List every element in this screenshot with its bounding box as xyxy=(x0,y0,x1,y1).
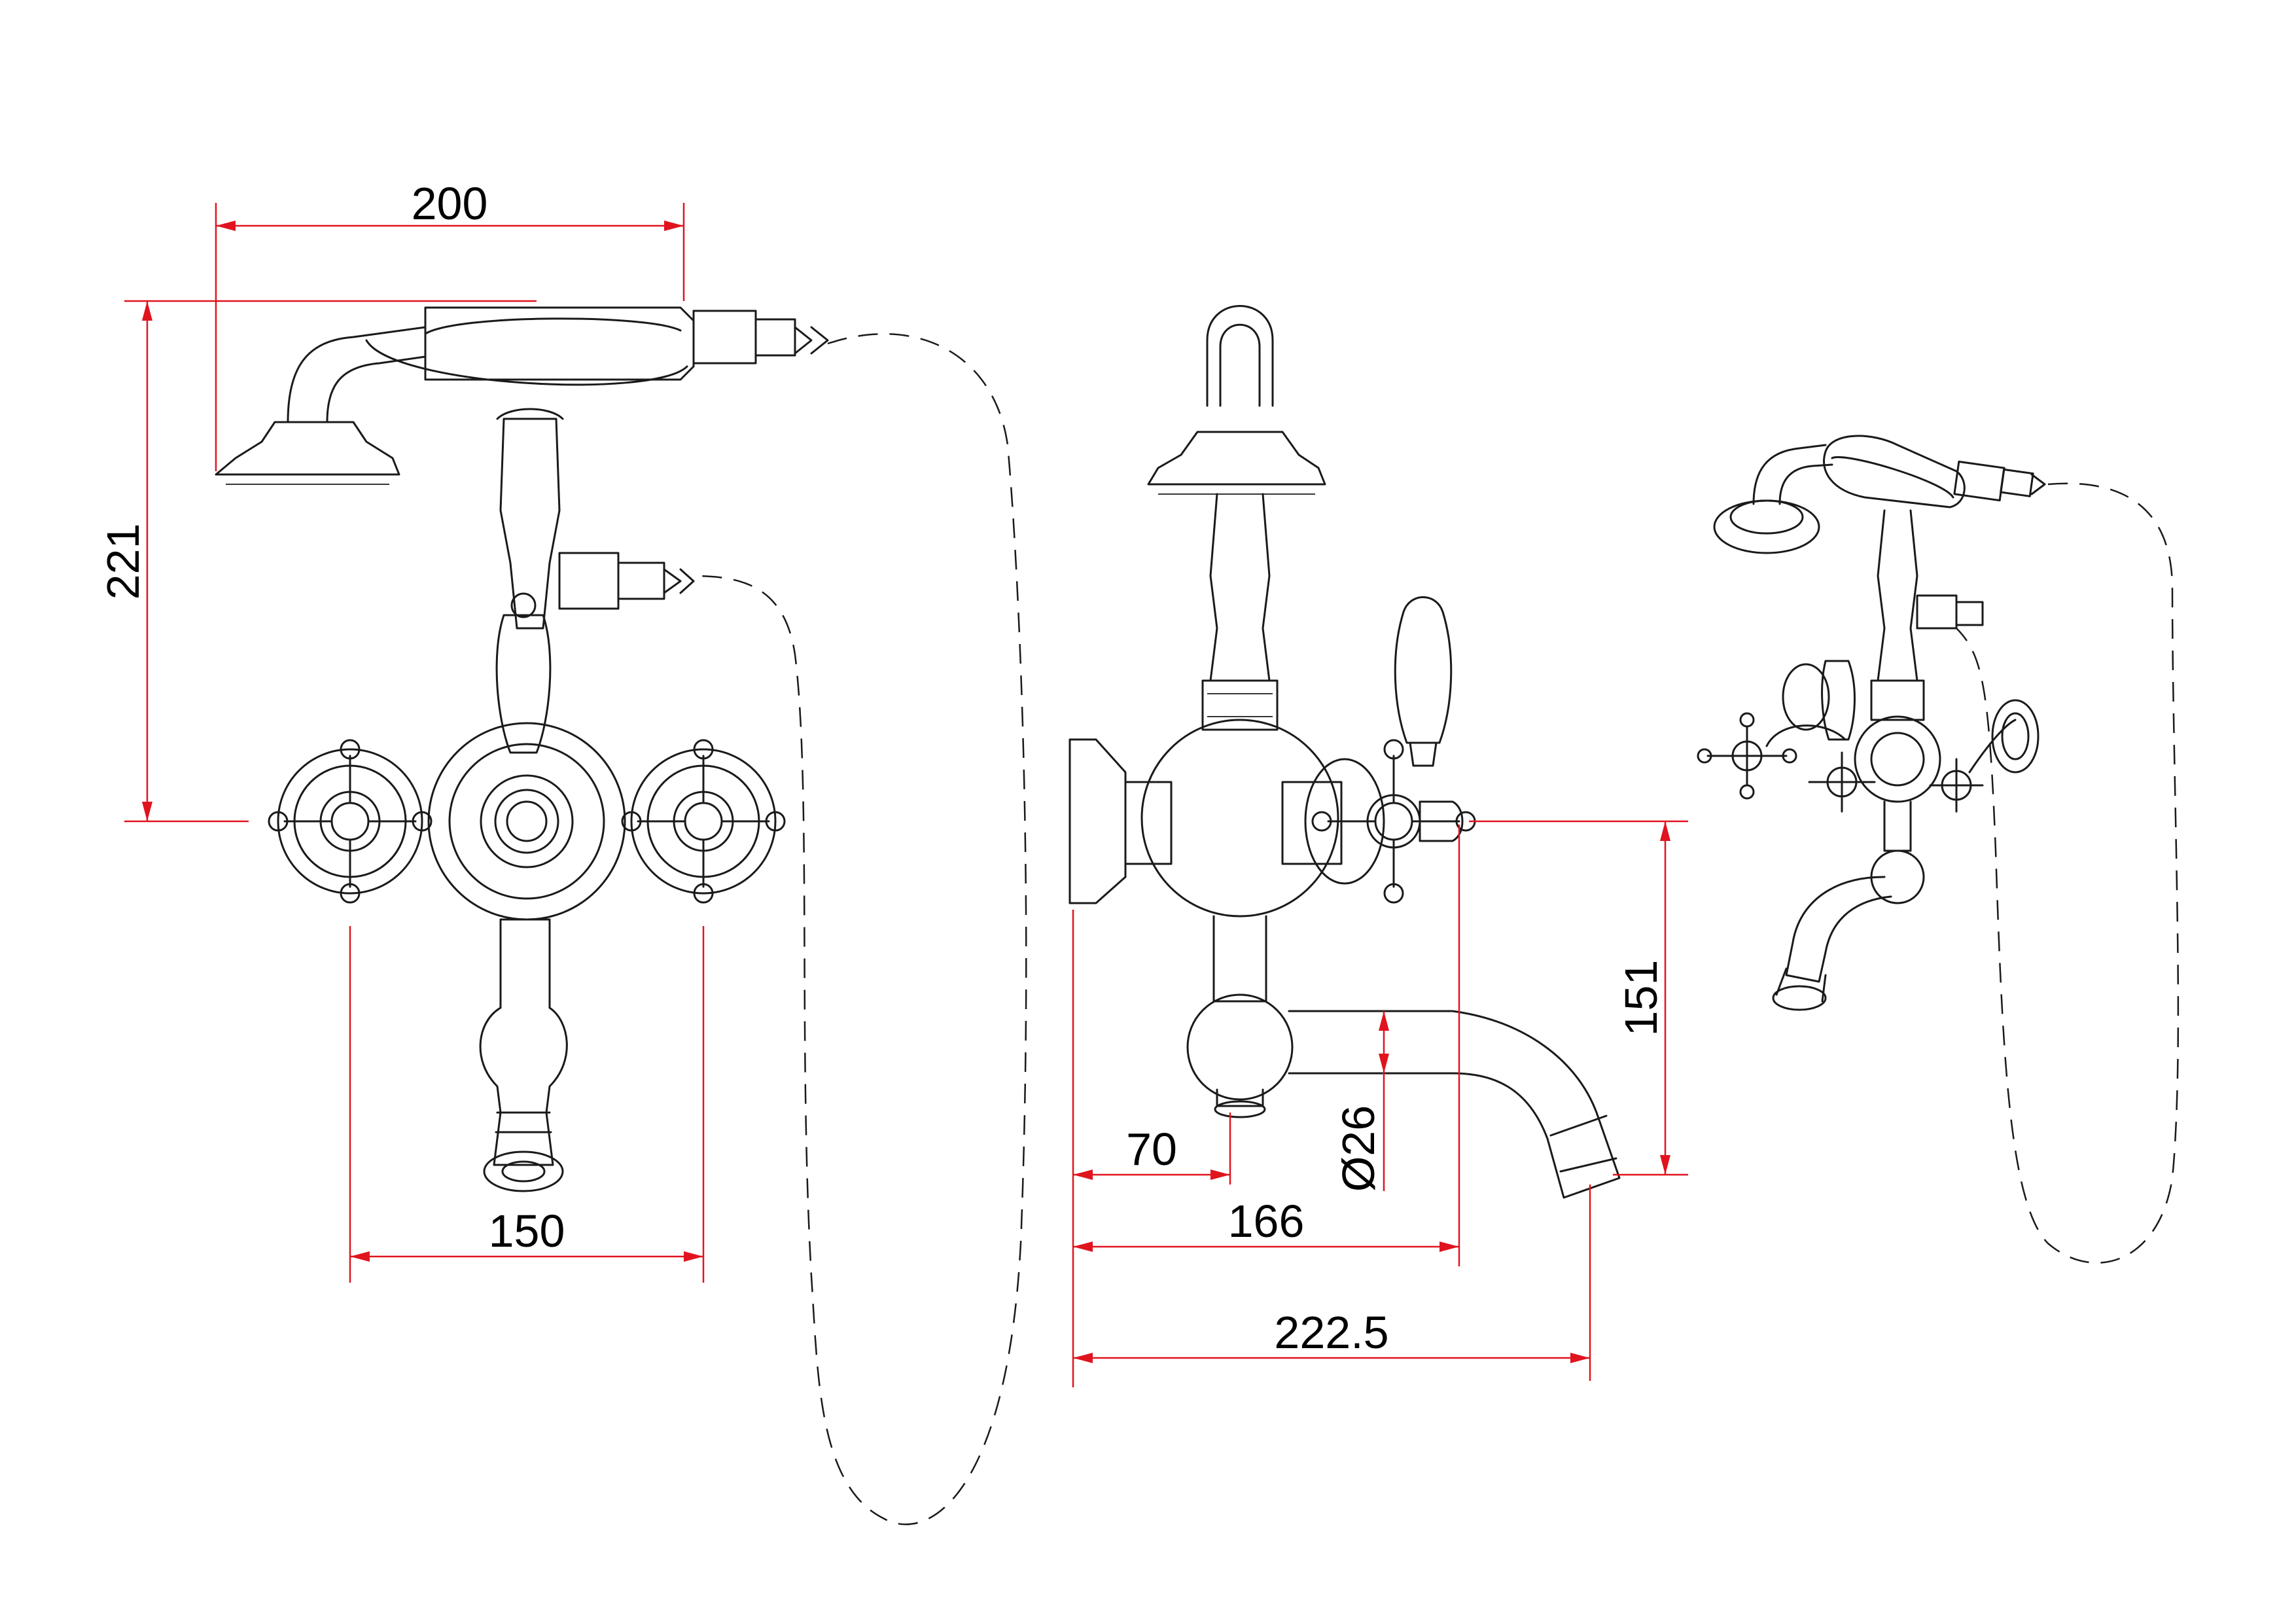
isometric-view xyxy=(1697,435,2180,1264)
dim-side-height: 151 xyxy=(1616,960,1667,1037)
front-shower-head xyxy=(215,421,400,476)
iso-valve-body xyxy=(1854,715,1941,803)
front-spout xyxy=(479,918,568,1166)
dim-side-diameter: Ø26 xyxy=(1333,1105,1384,1192)
side-dimensions: 70 166 222.5 Ø26 151 xyxy=(1072,820,1688,1387)
front-left-cross-handle xyxy=(268,739,433,904)
iso-shower-head xyxy=(1713,499,1820,554)
side-cross-handle xyxy=(1311,739,1476,904)
dim-side-depth: 166 xyxy=(1228,1196,1305,1247)
side-valve-body xyxy=(1140,719,1339,918)
front-handset xyxy=(424,306,695,381)
side-view xyxy=(1069,305,1621,1199)
iso-shower-hose xyxy=(1956,482,2180,1264)
front-view xyxy=(215,306,1027,1525)
dim-front-height: 221 xyxy=(97,524,149,600)
side-shower-head xyxy=(1147,431,1326,486)
front-shower-hose xyxy=(693,333,1027,1525)
iso-handset xyxy=(1823,435,1966,508)
front-lever-handle xyxy=(495,614,552,754)
dim-front-spacing: 150 xyxy=(489,1205,565,1257)
front-dimensions: 200 221 150 xyxy=(97,178,705,1283)
side-spout xyxy=(1288,1010,1621,1199)
iso-spout xyxy=(1785,876,1892,983)
iso-right-cross-handle xyxy=(1929,699,2040,813)
iso-left-cross-handle xyxy=(1697,712,1846,800)
dim-front-width: 200 xyxy=(412,178,488,229)
side-wall-plate xyxy=(1069,738,1127,904)
dim-side-offset: 70 xyxy=(1126,1124,1177,1175)
side-lever-handle xyxy=(1394,596,1453,744)
iso-lever-handle xyxy=(1821,660,1856,741)
iso-center-cross-handle xyxy=(1808,751,1876,813)
dim-side-total: 222.5 xyxy=(1274,1307,1388,1358)
front-right-cross-handle xyxy=(621,739,786,904)
